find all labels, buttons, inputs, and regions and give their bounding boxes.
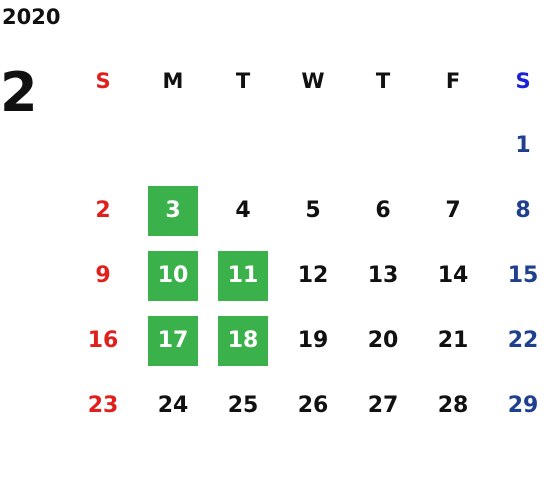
day-number: 23 xyxy=(87,393,119,418)
day-number: 19 xyxy=(297,328,329,353)
day-number: 15 xyxy=(507,263,539,288)
day-cell: 18 xyxy=(208,308,278,373)
day-cell: 2 xyxy=(68,178,138,243)
day-number: 13 xyxy=(367,263,399,288)
day-number: 27 xyxy=(367,393,399,418)
day-highlight xyxy=(148,186,198,236)
day-number: 18 xyxy=(227,328,259,353)
weekday-header-thu: T xyxy=(375,68,391,93)
day-number: 1 xyxy=(515,133,531,158)
day-cell: 28 xyxy=(418,373,488,438)
day-number: 14 xyxy=(437,263,469,288)
day-cell: 3 xyxy=(138,178,208,243)
day-cell: 5 xyxy=(278,178,348,243)
day-number: 28 xyxy=(437,393,469,418)
calendar-grid: S M T W T F S 1 2 3 4 5 6 7 8 9 10 11 12… xyxy=(68,48,548,438)
day-number: 11 xyxy=(227,263,259,288)
day-highlight xyxy=(148,251,198,301)
weekday-header-tue: T xyxy=(235,68,251,93)
day-cell: 25 xyxy=(208,373,278,438)
weekday-header-fri: F xyxy=(445,68,461,93)
day-cell: 12 xyxy=(278,243,348,308)
day-cell: 20 xyxy=(348,308,418,373)
day-cell xyxy=(278,113,348,178)
day-cell: 10 xyxy=(138,243,208,308)
day-cell xyxy=(348,113,418,178)
day-cell: 16 xyxy=(68,308,138,373)
day-cell xyxy=(68,113,138,178)
day-cell: 17 xyxy=(138,308,208,373)
day-number: 29 xyxy=(507,393,539,418)
day-cell: 19 xyxy=(278,308,348,373)
day-number: 5 xyxy=(305,198,321,223)
day-cell xyxy=(208,113,278,178)
day-number: 8 xyxy=(515,198,531,223)
day-cell: 1 xyxy=(488,113,548,178)
day-number: 3 xyxy=(165,198,181,223)
day-cell xyxy=(138,113,208,178)
day-number: 6 xyxy=(375,198,391,223)
day-number: 7 xyxy=(445,198,461,223)
day-highlight xyxy=(218,251,268,301)
day-number: 4 xyxy=(235,198,251,223)
day-cell: 8 xyxy=(488,178,548,243)
day-number: 9 xyxy=(95,263,111,288)
day-number: 22 xyxy=(507,328,539,353)
day-cell: 22 xyxy=(488,308,548,373)
weekday-header-mon: M xyxy=(162,68,184,93)
day-number: 17 xyxy=(157,328,189,353)
day-cell: 24 xyxy=(138,373,208,438)
day-cell: 26 xyxy=(278,373,348,438)
day-cell: 14 xyxy=(418,243,488,308)
weekday-header-wed: W xyxy=(301,68,325,93)
day-highlight xyxy=(218,316,268,366)
weekday-header-sat: S xyxy=(515,68,531,93)
day-number: 24 xyxy=(157,393,189,418)
day-cell: 15 xyxy=(488,243,548,308)
day-highlight xyxy=(148,316,198,366)
day-cell: 29 xyxy=(488,373,548,438)
day-cell: 21 xyxy=(418,308,488,373)
month-number: 2 xyxy=(0,61,38,124)
day-number: 21 xyxy=(437,328,469,353)
day-number: 12 xyxy=(297,263,329,288)
day-number: 2 xyxy=(95,198,111,223)
day-cell: 9 xyxy=(68,243,138,308)
day-cell: 27 xyxy=(348,373,418,438)
day-cell xyxy=(418,113,488,178)
day-number: 16 xyxy=(87,328,119,353)
day-number: 25 xyxy=(227,393,259,418)
day-cell: 13 xyxy=(348,243,418,308)
day-cell: 4 xyxy=(208,178,278,243)
day-number: 10 xyxy=(157,263,189,288)
day-cell: 23 xyxy=(68,373,138,438)
day-number: 20 xyxy=(367,328,399,353)
weekday-header-sun: S xyxy=(95,68,111,93)
day-cell: 6 xyxy=(348,178,418,243)
day-number: 26 xyxy=(297,393,329,418)
day-cell: 11 xyxy=(208,243,278,308)
day-cell: 7 xyxy=(418,178,488,243)
year-label: 2020 xyxy=(2,5,61,29)
